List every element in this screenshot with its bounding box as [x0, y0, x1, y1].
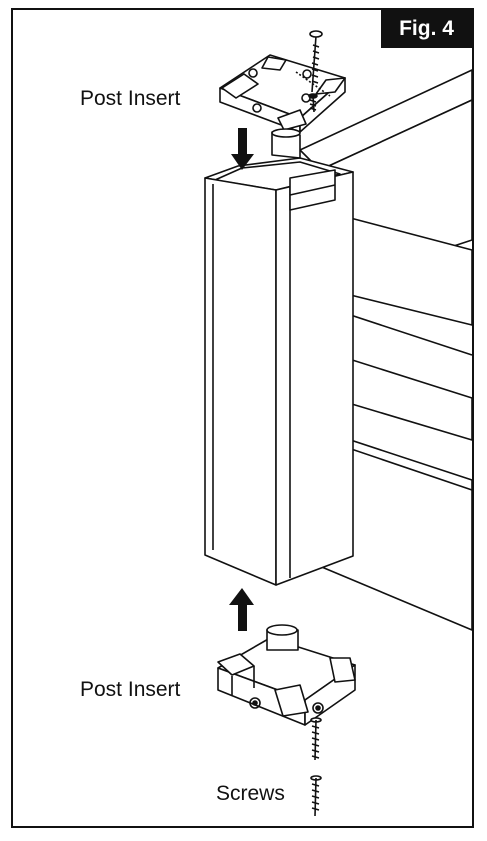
- arrow-up-icon: [229, 588, 254, 631]
- screws-label: Screws: [216, 782, 285, 805]
- top-post-insert-label: Post Insert: [80, 87, 181, 110]
- screw-icon: [310, 775, 322, 817]
- fence-post: [204, 157, 354, 586]
- arrow-down-icon: [231, 128, 254, 170]
- screw-icon: [310, 717, 322, 761]
- screw-icon: [295, 30, 331, 113]
- figure-number-badge: Fig. 4: [381, 10, 472, 48]
- bottom-post-insert-label: Post Insert: [80, 678, 181, 701]
- bottom-post-insert: [217, 624, 356, 726]
